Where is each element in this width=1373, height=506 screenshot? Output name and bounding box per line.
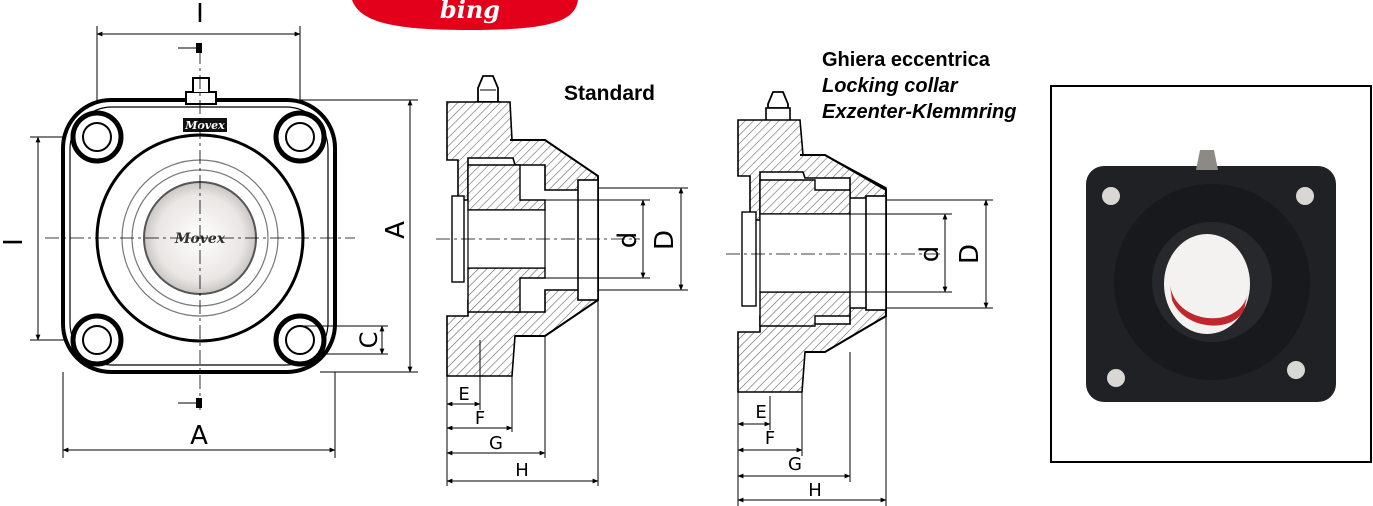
grease-nipple	[477, 75, 499, 103]
dim-f-label: F	[765, 428, 775, 449]
dim-h-label: H	[808, 480, 822, 501]
photo-bolt-hole	[1102, 187, 1120, 205]
bolt-hole-inner	[285, 325, 315, 355]
bearing-ring-upper	[467, 164, 546, 211]
red-badge: bing	[352, 0, 578, 30]
dim-h-label: H	[515, 460, 529, 481]
bolt-hole-inner	[82, 325, 112, 355]
dim-i-left-label: I	[0, 238, 29, 246]
collar-section-view: Ghiera eccentrica Locking collar Exzente…	[726, 49, 1017, 506]
dim-g-label: G	[788, 454, 802, 475]
bolt-hole-inner	[285, 122, 315, 152]
dim-e-label: E	[458, 384, 469, 405]
dim-d-label: d	[613, 232, 643, 249]
dim-D-label: D	[955, 244, 985, 264]
dim-a-bottom-label: A	[190, 421, 208, 451]
grease-nipple	[767, 91, 789, 109]
dim-f-label: F	[475, 408, 485, 429]
grease-nipple-base	[185, 91, 217, 105]
front-view: I I Movex Movex	[0, 0, 418, 458]
dim-D-label: D	[650, 230, 680, 250]
dim-g-label: G	[489, 433, 503, 454]
collar-title-it: Ghiera eccentrica	[822, 49, 991, 71]
photo-bolt-hole	[1296, 187, 1314, 205]
collar-title-de: Exzenter-Klemmring	[822, 101, 1017, 123]
dim-c-label: C	[355, 332, 383, 349]
badge-shape	[352, 0, 578, 30]
grease-nipple	[192, 77, 210, 92]
section-marker-top	[196, 43, 202, 53]
collar-title-en: Locking collar	[822, 75, 959, 97]
dim-d-label: d	[915, 246, 945, 263]
section-marker-bottom	[196, 398, 202, 408]
bearing-ring-lower	[467, 267, 546, 313]
dim-i-top-label: I	[196, 0, 204, 29]
dim-e-label: E	[755, 402, 766, 423]
photo-bore	[1164, 234, 1250, 334]
photo-grease-nipple	[1196, 150, 1218, 170]
standard-title: Standard	[564, 82, 655, 105]
brand-mark-top: Movex	[184, 119, 225, 132]
seal	[741, 211, 757, 307]
bearing-ring-lower	[759, 291, 851, 327]
end-cap	[577, 179, 599, 301]
badge-text: bing	[440, 0, 500, 24]
bearing-ring-upper	[759, 179, 851, 215]
bolt-hole-inner	[82, 122, 112, 152]
end-cap	[865, 195, 887, 311]
photo-bolt-hole	[1287, 361, 1305, 379]
standard-section-view: Standard d D E	[436, 75, 688, 486]
bolt-holes	[70, 110, 327, 367]
brand-plate	[183, 118, 227, 132]
photo-bolt-hole	[1107, 369, 1125, 387]
bore	[759, 213, 851, 293]
housing-inner-edge	[69, 106, 329, 366]
product-photo	[1050, 85, 1372, 463]
dim-a-right-label: A	[381, 221, 411, 239]
photo-bore-red	[1170, 285, 1248, 326]
